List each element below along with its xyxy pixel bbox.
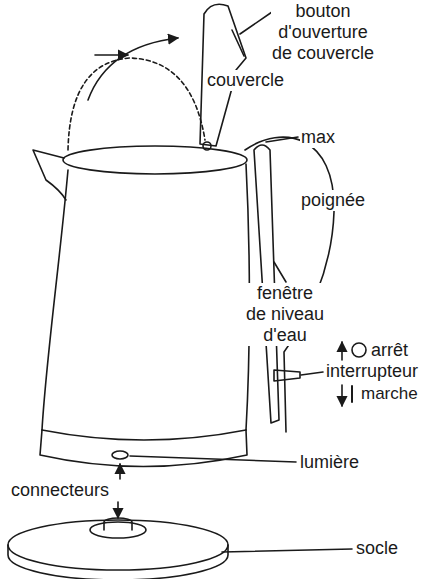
opening-arrow: [88, 38, 178, 100]
part-label: marche: [360, 383, 419, 404]
base-band: [40, 430, 247, 467]
connector-arrow-down: [117, 502, 119, 518]
connector-arrow-up: [119, 464, 121, 479]
base-collar: [90, 522, 146, 538]
leader-line: [222, 549, 352, 552]
lid-hinge: [203, 142, 211, 150]
part-label: poignée: [300, 190, 366, 211]
lid-button: [232, 30, 244, 56]
leader-line: [240, 12, 272, 34]
body-left: [42, 170, 68, 430]
rim: [63, 146, 247, 174]
push-arrow: [95, 54, 128, 56]
base-band-top: [42, 430, 246, 440]
part-label: interrupteur: [325, 361, 419, 382]
handle-outline: [245, 137, 334, 432]
base-side: [8, 545, 228, 579]
part-label: couvercle: [206, 70, 285, 91]
part-label: socle: [355, 538, 399, 559]
part-label: max: [300, 127, 336, 148]
on-arrow: [341, 385, 343, 406]
leader-line: [130, 456, 296, 462]
leader-line: [301, 372, 323, 375]
switch: [274, 370, 300, 381]
part-label: bouton d'ouverture de couvercle: [271, 1, 375, 64]
leader-line: [266, 137, 298, 142]
base-top: [8, 520, 228, 570]
leader-line: [274, 262, 286, 282]
part-label: lumière: [299, 452, 360, 473]
on-symbol: [351, 386, 353, 402]
off-arrow: [341, 342, 343, 360]
base-connector: [104, 518, 132, 530]
closed-lid-dashed: [68, 58, 205, 150]
light-lamp: [112, 451, 128, 459]
part-label: fenêtre de niveau d'eau: [245, 283, 325, 346]
part-label: connecteurs: [10, 480, 110, 501]
off-symbol: [352, 343, 366, 357]
part-label: arrêt: [370, 340, 409, 361]
spout: [33, 150, 66, 200]
